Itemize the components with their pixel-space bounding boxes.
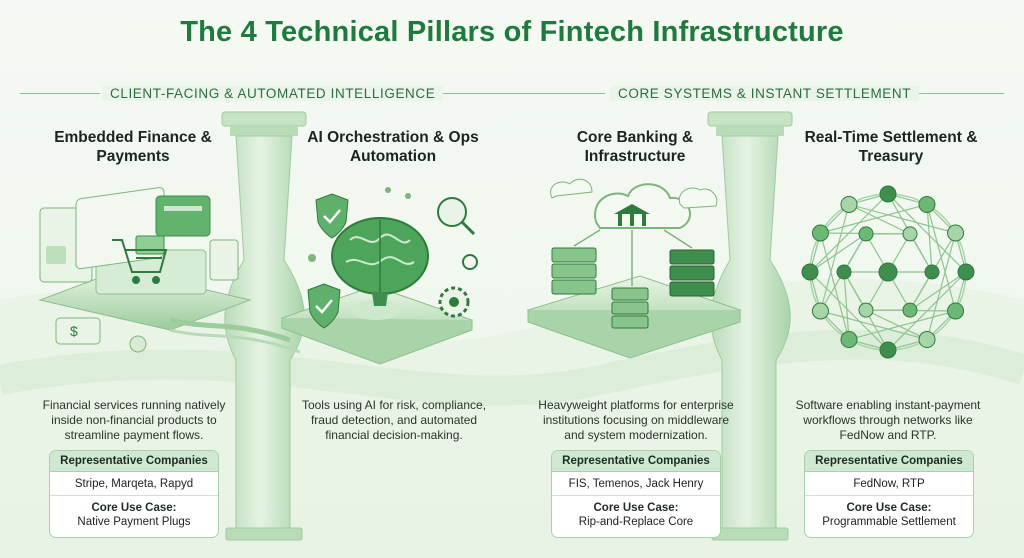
company-card-embedded-finance: Representative Companies Stripe, Marqeta… [49,450,219,538]
gear-icon [438,286,470,318]
card-use-case-label: Core Use Case: [593,502,679,514]
card-use-case-label: Core Use Case: [846,502,932,514]
section-label-client-facing: CLIENT-FACING & AUTOMATED INTELLIGENCE [102,86,444,101]
page-title: The 4 Technical Pillars of Fintech Infra… [180,16,844,48]
pillar-description-ai-orchestration: Tools using AI for risk, compliance, fra… [301,398,487,442]
section-divider [430,93,605,94]
pillar-description-real-time-settlement: Software enabling instant-payment workfl… [795,398,981,442]
network-node [947,302,965,320]
company-card-real-time-settlement: Representative Companies FedNow, RTP Cor… [804,450,974,538]
card-use-case: Native Payment Plugs [77,516,191,528]
pillar-title-ai-orchestration: AI Orchestration & Ops Automation [307,129,479,165]
section-label-core-systems: CORE SYSTEMS & INSTANT SETTLEMENT [610,86,920,101]
network-node [811,302,829,320]
core-banking-illustration [526,178,742,359]
company-card-core-banking: Representative Companies FIS, Temenos, J… [551,450,721,538]
network-node [858,302,874,318]
pillar-title-core-banking: Core Banking & Infrastructure [576,129,694,165]
svg-text:$: $ [70,323,78,339]
network-node [858,226,874,242]
section-divider [20,93,100,94]
card-header: Representative Companies [552,451,720,472]
network-node [918,195,936,213]
magnifier-icon [437,197,476,236]
server-stack-right [669,249,715,297]
embedded-finance-illustration: $ [38,187,301,354]
shield-check-icon [315,193,349,239]
card-header: Representative Companies [50,451,218,472]
network-node [957,263,975,281]
card-companies: FedNow, RTP [805,472,973,496]
card-use-case: Programmable Settlement [822,516,956,528]
network-node [879,185,897,203]
pillar-title-embedded-finance: Embedded Finance & Payments [54,129,212,165]
shopping-cart-icon [112,239,168,284]
shield-check-icon-2 [307,283,341,329]
network-node [811,224,829,242]
section-divider [910,93,1004,94]
network-node [836,264,852,280]
network-node [902,226,918,242]
server-stack-left [551,247,597,295]
ai-orchestration-illustration [280,187,478,365]
pillar-title-real-time-settlement: Real-Time Settlement & Treasury [804,129,978,165]
network-node [840,331,858,349]
card-companies: FIS, Temenos, Jack Henry [552,472,720,496]
network-node [878,262,898,282]
pillar-right-column [707,111,793,541]
card-companies: Stripe, Marqeta, Rapyd [50,472,218,496]
network-graph-icon [801,185,975,359]
network-node [840,195,858,213]
server-stack-center [611,287,649,329]
network-node [902,302,918,318]
network-node [947,224,965,242]
bank-cloud-icon [593,183,691,229]
brain-icon [331,217,429,306]
pillar-description-embedded-finance: Financial services running natively insi… [42,398,226,442]
network-node [879,341,897,359]
card-use-case-label: Core Use Case: [91,502,177,514]
pillar-description-core-banking: Heavyweight platforms for enterprise ins… [538,398,734,442]
card-header: Representative Companies [805,451,973,472]
network-node [801,263,819,281]
network-node [918,331,936,349]
card-use-case: Rip-and-Replace Core [578,516,694,528]
network-node [924,264,940,280]
